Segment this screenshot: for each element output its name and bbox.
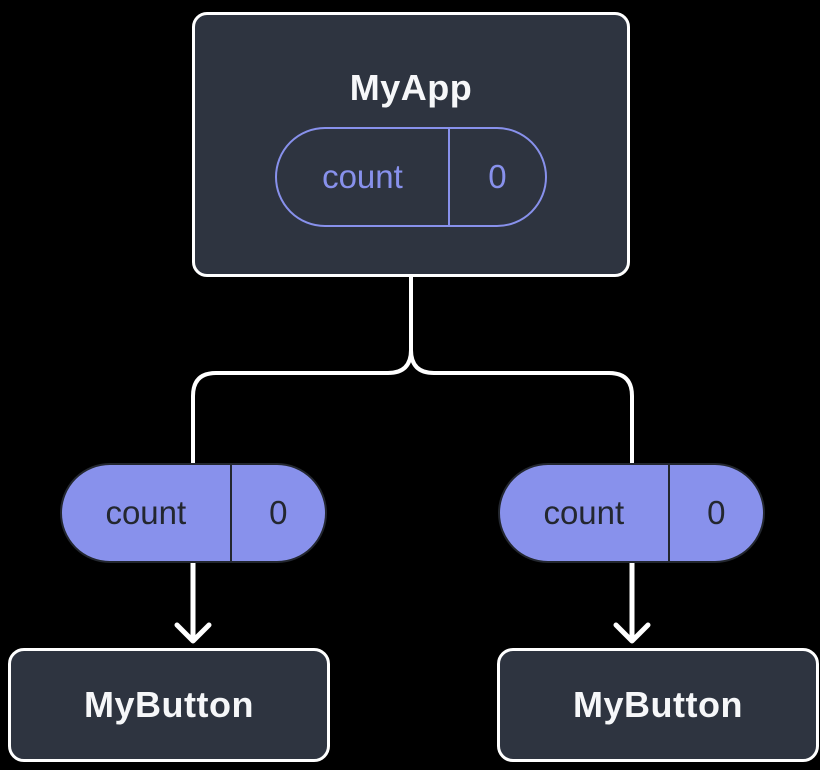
- prop-value: 0: [707, 494, 726, 531]
- prop-pill-right: count 0: [498, 463, 765, 563]
- node-myapp-title: MyApp: [349, 67, 473, 108]
- state-name: count: [277, 129, 450, 225]
- node-mybutton-title: MyButton: [84, 684, 254, 725]
- node-mybutton-right: MyButton: [497, 648, 819, 762]
- state-value: 0: [488, 158, 507, 195]
- node-mybutton-left: MyButton: [8, 648, 330, 762]
- arrow-down-icon-right: [613, 559, 651, 644]
- arrow-down-icon-left: [174, 559, 212, 644]
- branch-left-line: [191, 275, 413, 465]
- branch-right-line: [409, 275, 634, 465]
- node-mybutton-title: MyButton: [573, 684, 743, 725]
- prop-name: count: [62, 465, 232, 561]
- prop-pill-left: count 0: [60, 463, 327, 563]
- prop-name: count: [500, 465, 670, 561]
- node-myapp: MyApp count 0: [192, 12, 630, 277]
- prop-value: 0: [269, 494, 288, 531]
- state-pill-myapp: count 0: [275, 127, 547, 227]
